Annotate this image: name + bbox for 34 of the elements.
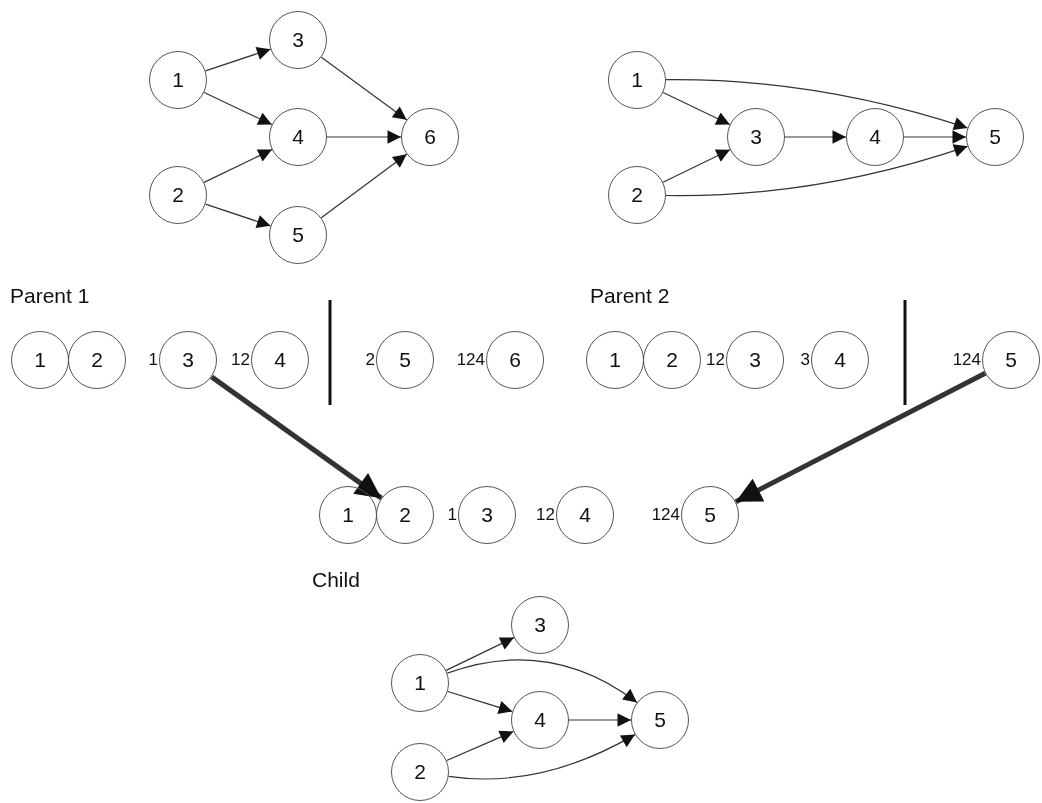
predecessor-label: 124 bbox=[456, 350, 485, 370]
arrow bbox=[568, 713, 632, 727]
arrow bbox=[203, 91, 273, 126]
predecessor-label: 124 bbox=[651, 505, 680, 525]
arrow bbox=[320, 56, 408, 121]
row-label: Child bbox=[312, 568, 360, 592]
arrow bbox=[446, 730, 514, 762]
predecessor-label: 124 bbox=[952, 350, 981, 370]
row-label: Parent 2 bbox=[590, 284, 670, 308]
row-label: Parent 1 bbox=[10, 284, 90, 308]
predecessor-label: 12 bbox=[231, 350, 250, 370]
arrow bbox=[447, 690, 513, 714]
arrow bbox=[320, 153, 408, 219]
arrow bbox=[448, 734, 636, 780]
predecessor-label: 12 bbox=[536, 505, 555, 525]
arrow bbox=[203, 149, 273, 183]
arrow bbox=[204, 47, 272, 72]
predecessor-label: 1 bbox=[447, 505, 457, 525]
arrow bbox=[326, 130, 402, 144]
arrow bbox=[446, 659, 638, 703]
arrow bbox=[665, 144, 969, 197]
arrow bbox=[662, 149, 731, 183]
predecessor-label: 12 bbox=[706, 350, 725, 370]
arrow bbox=[445, 637, 515, 671]
predecessor-label: 1 bbox=[148, 350, 158, 370]
arrow bbox=[734, 371, 987, 504]
arrow bbox=[210, 374, 383, 501]
arrow bbox=[903, 130, 967, 144]
predecessor-label: 2 bbox=[365, 350, 375, 370]
arrow bbox=[204, 203, 272, 228]
arrow bbox=[662, 91, 731, 126]
predecessor-label: 3 bbox=[800, 350, 810, 370]
arrow bbox=[784, 130, 847, 144]
arrow bbox=[665, 79, 969, 131]
